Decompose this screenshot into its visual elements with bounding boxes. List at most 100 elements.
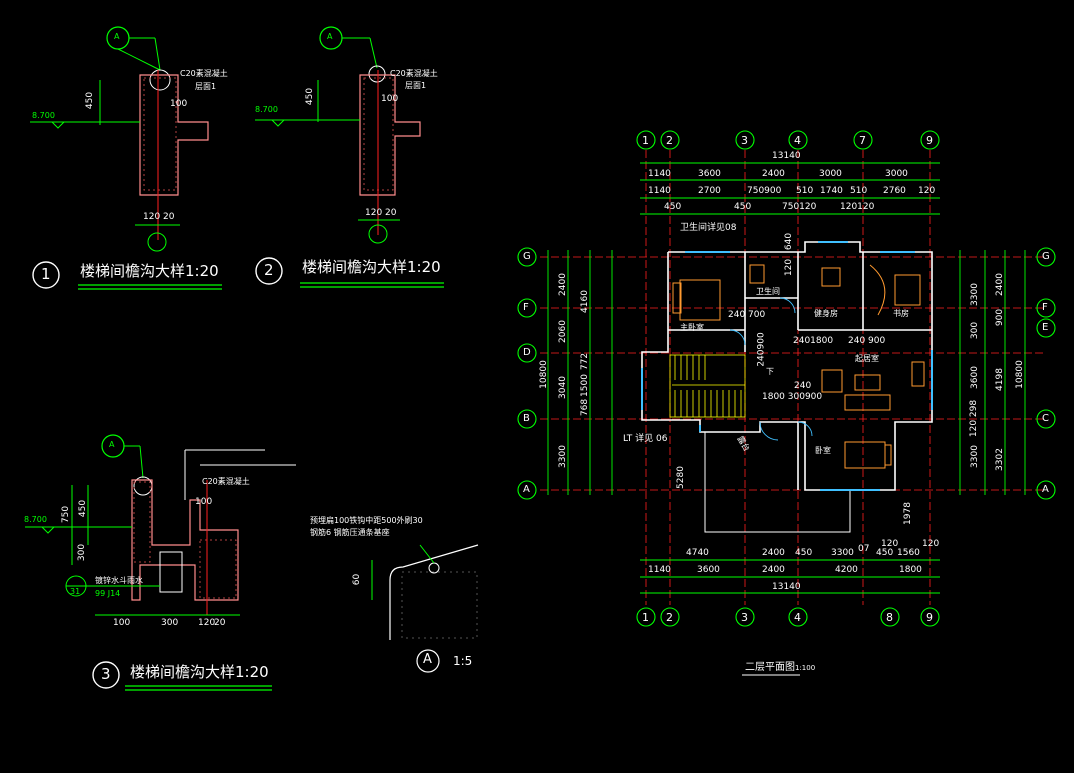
detail-3-title: 楼梯间檐沟大样1:20 <box>130 663 269 681</box>
downpipe <box>159 551 183 593</box>
note-1800-3009: 1800 300900 <box>762 392 823 402</box>
right-dim-inner-1: 900 <box>995 308 1006 327</box>
bottom-dim-r1-3: 3300 <box>831 548 854 558</box>
left-axis-a: A <box>523 484 530 495</box>
note-240-900: 240 900 <box>848 336 886 346</box>
bottom-axis-4: 4 <box>794 611 801 624</box>
detail-3-bottom-dim-0: 100 <box>113 618 131 628</box>
left-dim-inner-3: 768 <box>580 398 591 417</box>
top-axis-7: 7 <box>859 134 866 147</box>
bottom-dim-r1-5: 1560 <box>897 548 920 558</box>
room-bath: 卫生间 <box>756 287 780 296</box>
detail-1-bottom-dims: 120 20 <box>143 212 175 222</box>
left-dim-2: 3040 <box>557 376 568 399</box>
note-5280: 5280 <box>675 466 686 489</box>
top-dim-r2-5: 510 <box>850 186 868 196</box>
left-dim-inner-0: 4160 <box>579 290 590 313</box>
stair <box>669 354 746 418</box>
detail-3-bottom-dim-1: 300 <box>161 618 179 628</box>
detail-a-dim-60: 60 <box>352 573 363 586</box>
right-axis-a: A <box>1042 484 1049 495</box>
right-dim-3: 3300 <box>969 445 980 468</box>
top-dim-r3-0: 450 <box>664 202 682 212</box>
detail-1-dim-100: 100 <box>170 99 188 109</box>
leader-line <box>419 544 435 564</box>
detail-3-bottom-dim-3: 20 <box>214 618 226 628</box>
detail-1-number: 1 <box>41 265 51 283</box>
detail-2-axis-label: A <box>327 32 333 41</box>
detail-1-dim-height: 450 <box>85 91 96 110</box>
left-dim-0: 2400 <box>557 273 568 296</box>
top-dim-r2-4: 1740 <box>820 186 843 196</box>
detail-3-ref-num: 31 <box>70 587 81 596</box>
top-dim-r3-2: 750120 <box>782 202 817 212</box>
bottom-axis-1: 1 <box>642 611 649 624</box>
wall-hatch <box>143 77 177 191</box>
right-dim-inner-4: 120 <box>969 419 980 438</box>
top-dim-r3-3: 120120 <box>840 202 875 212</box>
doors <box>729 297 813 441</box>
bottom-total-dim: 13140 <box>772 582 801 592</box>
room-master-bed: 主卧室 <box>680 323 704 332</box>
axis-bubbles <box>517 130 1056 627</box>
bottom-axis-8: 8 <box>886 611 893 624</box>
detail-2-title: 楼梯间檐沟大样1:20 <box>302 258 441 276</box>
edge-section <box>389 544 479 640</box>
top-dim-r2-3: 510 <box>796 186 814 196</box>
plan-title: 二层平面图 <box>745 662 795 673</box>
top-axis-4: 4 <box>794 134 801 147</box>
top-dim-r3-1: 450 <box>734 202 752 212</box>
detail-1-drawing <box>30 26 222 290</box>
detail-number-circle <box>32 261 60 289</box>
note-240-900v: 240900 <box>756 332 767 367</box>
detail-3-gutter-note: 镀锌水斗雨水 <box>95 576 143 585</box>
left-dim-1: 2060 <box>557 320 568 343</box>
room-study: 书房 <box>893 309 909 318</box>
detail-1-axis-label: A <box>114 32 120 41</box>
top-dim-r1-4: 3000 <box>885 169 908 179</box>
detail-1-layer-note: 层面1 <box>195 82 217 91</box>
detail-a-label: A <box>423 652 432 667</box>
leader-line <box>139 445 144 479</box>
detail-2-drawing <box>255 26 444 288</box>
top-axis-3: 3 <box>741 134 748 147</box>
leader-line <box>369 37 378 69</box>
detail-a-scale: 1:5 <box>453 654 473 668</box>
note-240-1800: 2401800 <box>793 336 834 346</box>
room-stair-down: 下 <box>766 367 774 376</box>
axis-bubble <box>368 224 388 244</box>
detail-3-level: 8.700 <box>24 515 47 524</box>
windows <box>641 241 933 491</box>
right-dim-inner-5: 298 <box>969 399 980 418</box>
detail-3-bottom-dim-2: 120 <box>198 618 216 628</box>
top-dim-r2-0: 1140 <box>648 186 671 196</box>
left-dim-inner-1: 772 <box>580 352 591 371</box>
bottom-dim-r2-1: 3600 <box>697 565 720 575</box>
leader-line <box>154 37 161 71</box>
detail-a-note-2: 钢筋6 钢筋压通条基座 <box>310 528 390 537</box>
top-dim-r1-1: 3600 <box>698 169 721 179</box>
left-axis-b: B <box>523 413 530 424</box>
right-axis-f: F <box>1042 302 1048 313</box>
detail-2-level: 8.700 <box>255 105 278 114</box>
detail-number-circle <box>255 257 283 285</box>
detail-2-number: 2 <box>264 261 274 279</box>
top-axis-1: 1 <box>642 134 649 147</box>
note-640: 640 <box>784 232 795 251</box>
note-240-700: 240 700 <box>728 310 766 320</box>
right-axis-c: C <box>1042 413 1049 424</box>
detail-2-dim-height: 450 <box>305 87 316 106</box>
detail-3-dim-300: 300 <box>77 543 88 562</box>
detail-callout-circle <box>368 65 386 83</box>
terrace-outline <box>704 432 851 533</box>
room-bedroom: 卧室 <box>815 446 831 455</box>
detail-3-dim-450: 450 <box>78 499 89 518</box>
note-240: 240 <box>794 381 812 391</box>
right-dim-1: 300 <box>970 321 981 340</box>
gutter-wall <box>139 74 209 196</box>
top-axis-2: 2 <box>666 134 673 147</box>
detail-a-drawing <box>371 544 479 673</box>
level-symbol <box>41 526 55 534</box>
floor-plan <box>517 130 1056 676</box>
